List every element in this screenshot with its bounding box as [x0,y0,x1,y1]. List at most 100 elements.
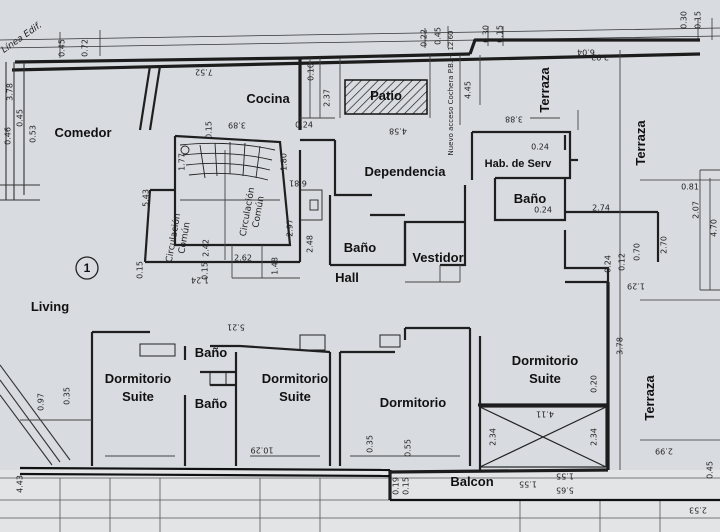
dim-label: 2.99 [655,446,673,456]
dim-label: 4.58 [389,126,407,136]
room-dormitorio-suite-2-line2: Suite [279,389,311,404]
dim-label: 4.43 [15,475,25,493]
dim-label: 1.55 [519,479,537,489]
room-bano-left-bottom: Baño [194,396,228,411]
dim-label: 0.97 [36,393,46,411]
dim-label: 0.24 [534,205,552,215]
staircase [179,142,323,221]
balcony-rail [19,466,720,502]
dim-label: 1.80 [279,153,289,171]
dim-label: 2.37 [322,89,332,107]
room-dormitorio-suite-2-line1: Dormitorio [261,371,329,386]
room-dormitorio-suite-3-line2: Suite [529,371,561,386]
dim-label: 3.89 [228,120,246,130]
room-cocina: Cocina [246,91,290,106]
dim-label: 5.65 [556,485,574,495]
room-terraza-right: Terraza [633,120,648,166]
room-dormitorio-suite-1-line1: Dormitorio [104,371,172,386]
dim-label: 0.24 [531,142,549,152]
room-dormitorio: Dormitorio [379,395,447,410]
dim-label: 2.70 [659,236,669,254]
dim-label: 2.97 [285,219,295,237]
room-dormitorio-suite-1: Dormitorio Suite [78,370,198,406]
dim-label: 5.21 [227,322,245,332]
dim-label: 0.15 [204,121,214,139]
dim-label: 1.24 [191,275,209,285]
dim-label: 0.15 [135,261,145,279]
dim-label: 2.62 [234,253,252,263]
dim-label: 5.43 [141,189,151,207]
room-patio: Patio [370,88,402,103]
dim-label: 0.45 [705,461,715,479]
room-living: Living [30,299,70,314]
title-block-grid [0,477,720,532]
unit-number: 1 [83,261,91,275]
dim-label: 0.55 [403,439,413,457]
room-dependencia: Dependencia [364,164,446,179]
dim-label: 4.45 [463,81,473,99]
dim-label: 0.30 [679,11,689,29]
room-balcon: Balcon [450,474,494,489]
dim-label: 1.55 [556,471,574,481]
dim-label: 0.35 [62,387,72,405]
dim-label: 0.45 [433,27,443,45]
dim-label: 0.24 [295,120,313,130]
dim-label: 4.70 [709,219,719,237]
dim-label: 0.46 [3,127,13,145]
dim-label: 0.22 [419,29,429,47]
dim-label: 0.24 [603,255,613,273]
dim-label: 2.53 [689,505,707,515]
room-bano-left-top: Baño [194,345,228,360]
room-dormitorio-suite-3: Dormitorio Suite [485,352,605,388]
dim-label: 1.48 [270,257,280,275]
dim-label: 1.29 [627,281,645,291]
patio-hatch [344,79,428,115]
cochera-note: Nuevo acceso Cochera P.B. + 12.60 [447,30,455,156]
room-bano-center: Baño [343,240,377,255]
dormitorio-suite-closet [479,406,607,468]
room-terraza-bottom: Terraza [642,375,657,421]
room-bano-servicio: Baño [513,191,547,206]
dim-label: 2.92 [591,52,609,62]
dim-label: 0.45 [57,39,67,57]
dim-label: 3.78 [5,83,15,101]
dim-label: 2.34 [488,428,498,446]
room-dormitorio-suite-1-line2: Suite [122,389,154,404]
dim-label: 0.10 [306,63,316,81]
dim-label: 2.07 [691,201,701,219]
dim-label: 2.42 [201,239,211,257]
room-dormitorio-suite-2: Dormitorio Suite [235,370,355,406]
dim-label: 2.34 [589,428,599,446]
room-comedor: Comedor [54,125,112,140]
dim-label: 0.35 [365,435,375,453]
dim-label: 0.12 [617,253,627,271]
thin-lines [20,50,720,470]
room-dormitorio-suite-3-line1: Dormitorio [511,353,579,368]
dim-label: 6.81 [289,178,307,188]
left-facade-diagonal [0,62,71,466]
terraza-right-lines [640,179,720,441]
room-vestidor: Vestidor [412,250,464,265]
dim-label: 0.15 [401,477,411,495]
dim-label: 0.72 [80,39,90,57]
dim-label: 2.48 [305,235,315,253]
room-hall: Hall [335,270,359,285]
room-hab-serv: Hab. de Serv [484,158,552,170]
dim-label: 2.74 [592,203,610,213]
room-terraza-top: Terraza [537,67,552,113]
dim-label: 0.19 [391,477,401,495]
dim-label: 3.78 [615,337,625,355]
dim-label: 0.15 [693,11,703,29]
dim-label: 1.77 [177,153,187,171]
dim-label: 0.15 [495,25,505,43]
dim-label: 0.30 [481,25,491,43]
bathroom-fixtures [139,334,401,386]
dim-label: 0.81 [681,182,699,192]
dim-label: 3.88 [505,114,523,124]
dim-label: 7.52 [195,67,213,77]
dim-label: 10.29 [250,445,274,455]
dim-label: 0.45 [15,109,25,127]
dim-label: 0.20 [589,375,599,393]
dim-label: 4.11 [536,409,554,419]
